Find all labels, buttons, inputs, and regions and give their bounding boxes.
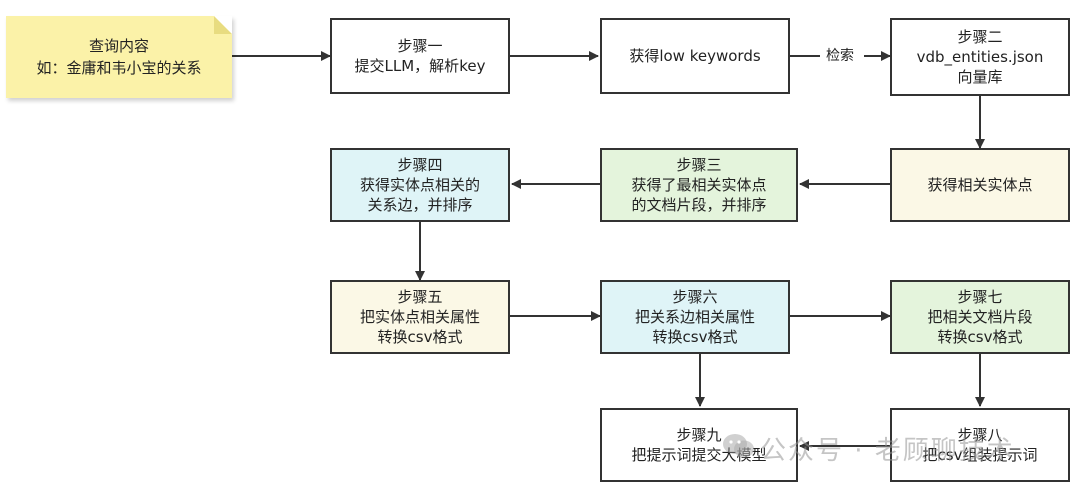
step1-title: 步骤一 [397, 37, 443, 55]
node-step6: 步骤六 把关系边相关属性 转换csv格式 [600, 280, 790, 354]
step7-text1: 把相关文档片段 [927, 308, 1033, 326]
step3-title: 步骤三 [676, 156, 722, 174]
step2-title: 步骤二 [957, 28, 1003, 46]
node-step8: 步骤八 把csv组装提示词 [890, 408, 1070, 482]
step9-text: 把提示词提交大模型 [631, 446, 767, 464]
step6-title: 步骤六 [672, 288, 718, 306]
query-note: 查询内容 如：金庸和韦小宝的关系 [6, 16, 232, 98]
edge-label-retrieve: 检索 [824, 47, 856, 65]
low-keywords-text: 获得low keywords [629, 47, 761, 65]
node-step3: 步骤三 获得了最相关实体点 的文档片段，并排序 [600, 148, 798, 222]
step2-text1: vdb_entities.json [916, 48, 1044, 66]
node-low-keywords: 获得low keywords [600, 18, 790, 94]
step7-title: 步骤七 [957, 288, 1003, 306]
step9-title: 步骤九 [676, 426, 722, 444]
step6-text2: 转换csv格式 [652, 328, 738, 346]
wechat-icon [723, 434, 754, 458]
step6-text1: 把关系边相关属性 [634, 308, 755, 326]
step5-text2: 转换csv格式 [377, 328, 463, 346]
step2-text2: 向量库 [957, 68, 1003, 86]
step4-text1: 获得实体点相关的 [359, 176, 480, 194]
watermark-text: 公众号 · 老顾聊技术 [760, 436, 1015, 466]
node-step9: 步骤九 把提示词提交大模型 [600, 408, 798, 482]
step1-text: 提交LLM，解析key [354, 57, 486, 75]
node-related-entities: 获得相关实体点 [890, 148, 1070, 222]
step5-title: 步骤五 [397, 288, 443, 306]
related-entities-text: 获得相关实体点 [927, 176, 1033, 194]
node-step2: 步骤二 vdb_entities.json 向量库 [890, 18, 1070, 96]
step4-title: 步骤四 [397, 156, 443, 174]
query-note-title: 查询内容 [88, 37, 149, 55]
step3-text1: 获得了最相关实体点 [631, 176, 767, 194]
node-step1: 步骤一 提交LLM，解析key [330, 18, 510, 94]
node-step4: 步骤四 获得实体点相关的 关系边，并排序 [330, 148, 510, 222]
node-step5: 步骤五 把实体点相关属性 转换csv格式 [330, 280, 510, 354]
step3-text2: 的文档片段，并排序 [631, 196, 767, 214]
step5-text1: 把实体点相关属性 [359, 308, 480, 326]
query-note-example: 如：金庸和韦小宝的关系 [36, 59, 202, 77]
step8-text: 把csv组装提示词 [922, 446, 1038, 464]
note-fold-corner [214, 16, 232, 34]
step8-title: 步骤八 [957, 426, 1003, 444]
node-step7: 步骤七 把相关文档片段 转换csv格式 [890, 280, 1070, 354]
step4-text2: 关系边，并排序 [367, 196, 473, 214]
step7-text2: 转换csv格式 [937, 328, 1023, 346]
